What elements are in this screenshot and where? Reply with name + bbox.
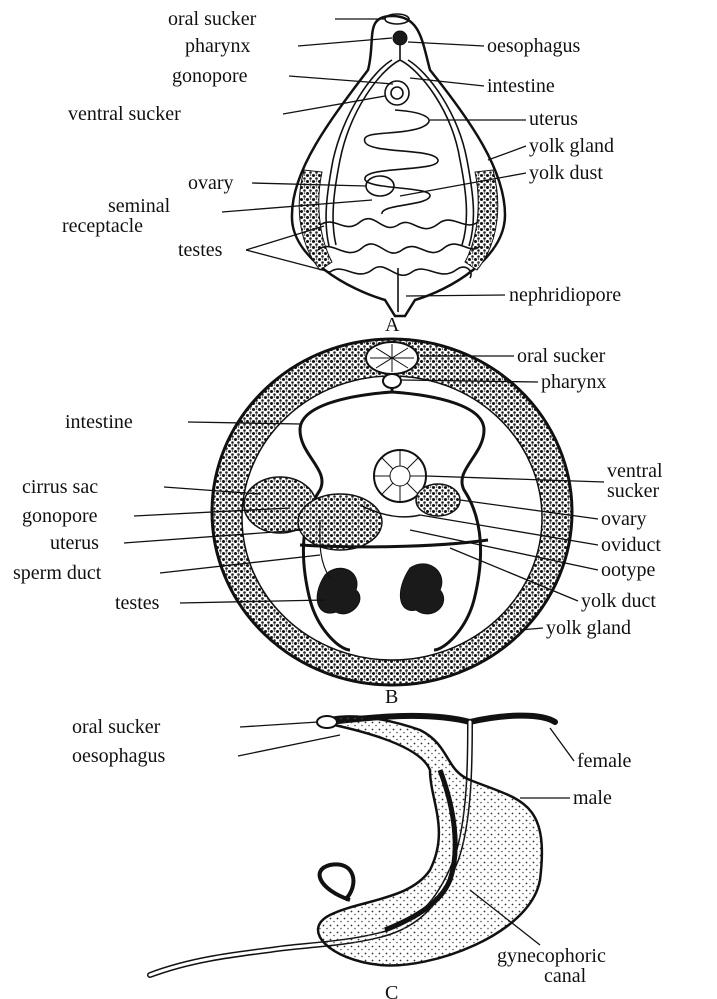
b-label-sperm-duct: sperm duct [13, 562, 102, 584]
b-label-ventral: ventral [607, 460, 663, 482]
a-label-gonopore: gonopore [172, 65, 248, 87]
a-label-uterus: uterus [529, 108, 578, 130]
a-label-ventral-sucker: ventral sucker [68, 103, 181, 125]
c-label-canal: canal [544, 965, 587, 987]
b-label-cirrus-sac: cirrus sac [22, 476, 98, 498]
panel-c-letter: C [385, 982, 398, 999]
a-label-nephridiopore: nephridiopore [509, 284, 621, 306]
b-label-ovary: ovary [601, 508, 647, 530]
panel-b-letter: B [385, 686, 398, 708]
a-label-seminal: seminal [108, 195, 171, 217]
a-label-receptacle: receptacle [62, 215, 143, 237]
b-label-yolk-duct: yolk duct [581, 590, 656, 612]
c-label-oesophagus: oesophagus [72, 745, 166, 767]
b-label-yolk-gland: yolk gland [546, 617, 631, 639]
b-label-intestine: intestine [65, 411, 133, 433]
a-label-testes: testes [178, 239, 223, 261]
panel-b: oral sucker pharynx intestine ventral su… [13, 339, 663, 708]
schistosome-oral-sucker [317, 716, 337, 728]
a-label-yolk-dust: yolk dust [529, 162, 603, 184]
b-label-oviduct: oviduct [601, 534, 661, 556]
b-label-oral-sucker: oral sucker [517, 345, 606, 367]
b-label-ventral-sucker: sucker [607, 480, 660, 502]
b-label-ootype: ootype [601, 559, 656, 581]
c-label-male: male [573, 787, 612, 809]
c-label-oral-sucker: oral sucker [72, 716, 161, 738]
a-label-ovary: ovary [188, 172, 234, 194]
schistosome-male [318, 716, 542, 965]
fluke-b-pharynx [383, 374, 401, 388]
b-label-uterus: uterus [50, 532, 99, 554]
a-label-oesophagus: oesophagus [487, 35, 581, 57]
fluke-a-pharynx [393, 31, 407, 45]
b-label-pharynx: pharynx [541, 371, 607, 393]
a-label-yolk-gland: yolk gland [529, 135, 614, 157]
a-label-oral-sucker: oral sucker [168, 8, 257, 30]
fluke-b-uterus [298, 494, 382, 550]
b-label-testes: testes [115, 592, 160, 614]
panel-a: oral sucker pharynx oesophagus gonopore … [62, 8, 621, 336]
panel-c: oral sucker oesophagus female male gynec… [72, 716, 632, 999]
c-label-gynecophoric: gynecophoric [497, 945, 606, 967]
c-label-female: female [577, 750, 632, 772]
a-label-intestine: intestine [487, 75, 555, 97]
panel-a-letter: A [385, 314, 400, 336]
a-label-pharynx: pharynx [185, 35, 251, 57]
fluke-b-ovary [416, 484, 460, 516]
b-label-gonopore: gonopore [22, 505, 98, 527]
